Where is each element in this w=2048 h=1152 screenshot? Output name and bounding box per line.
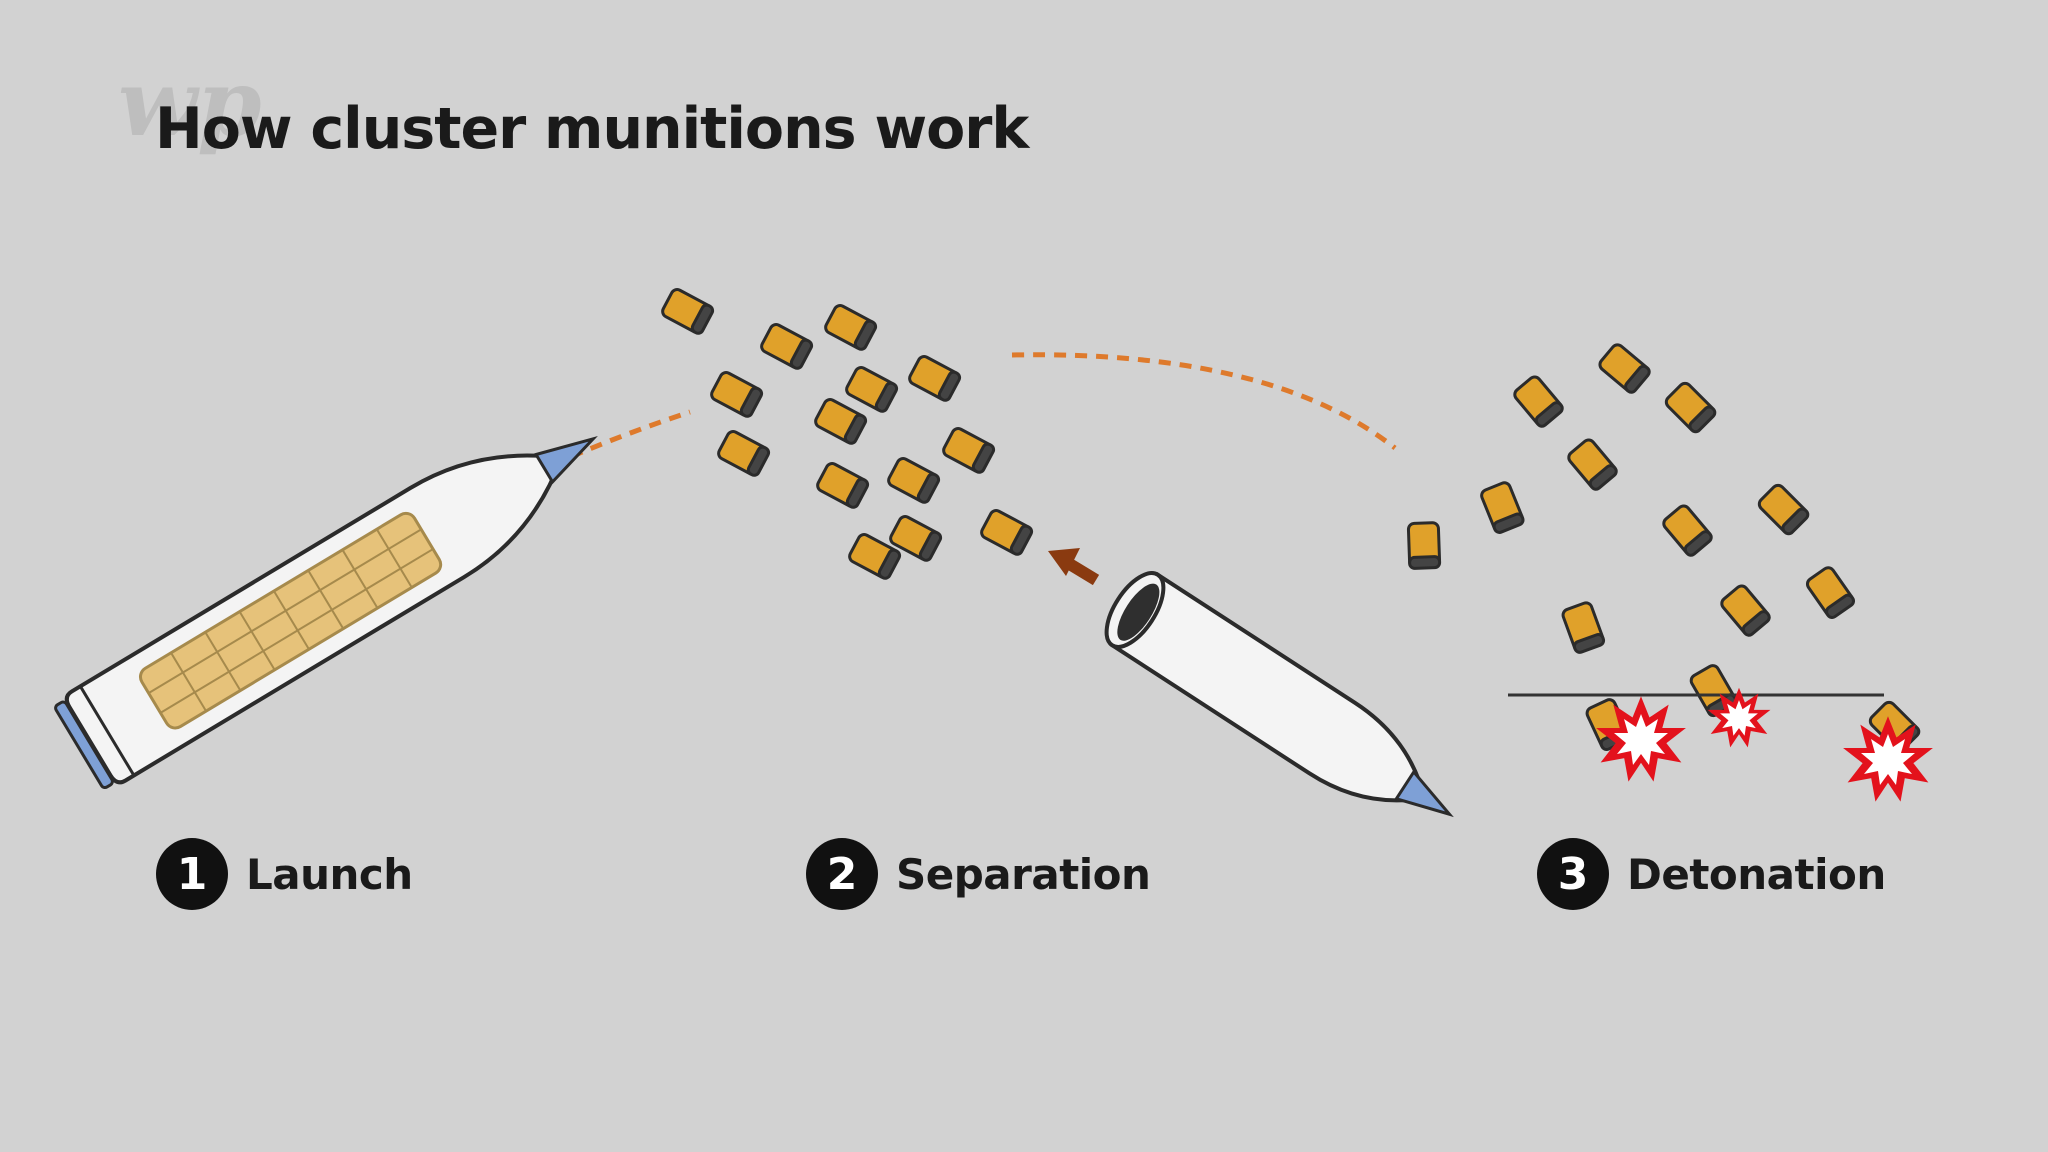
detonation-bomblets [1406,340,1923,755]
step-label: Detonation [1627,849,1886,899]
step-label: Launch [246,849,413,899]
launch-trajectory-line [550,409,691,468]
step-launch: 1 Launch [156,836,413,912]
separation-bomblets [659,285,1035,582]
step-number-badge: 2 [806,838,878,910]
step-separation: 2 Separation [806,836,1151,912]
cluster-munition-shell [54,435,598,790]
step-detonation: 3 Detonation [1537,836,1886,912]
arrow-icon [1048,548,1100,586]
svg-text:wp: wp [118,49,262,157]
step-number-badge: 3 [1537,838,1609,910]
step-number-badge: 1 [156,838,228,910]
page-title: How cluster munitions work [155,96,1029,162]
step-label: Separation [896,849,1151,899]
separation-trajectory-line [1011,352,1397,450]
empty-casing [1104,571,1454,818]
packed-bomblets [138,511,443,730]
newspaper-logo: wp [118,49,262,157]
